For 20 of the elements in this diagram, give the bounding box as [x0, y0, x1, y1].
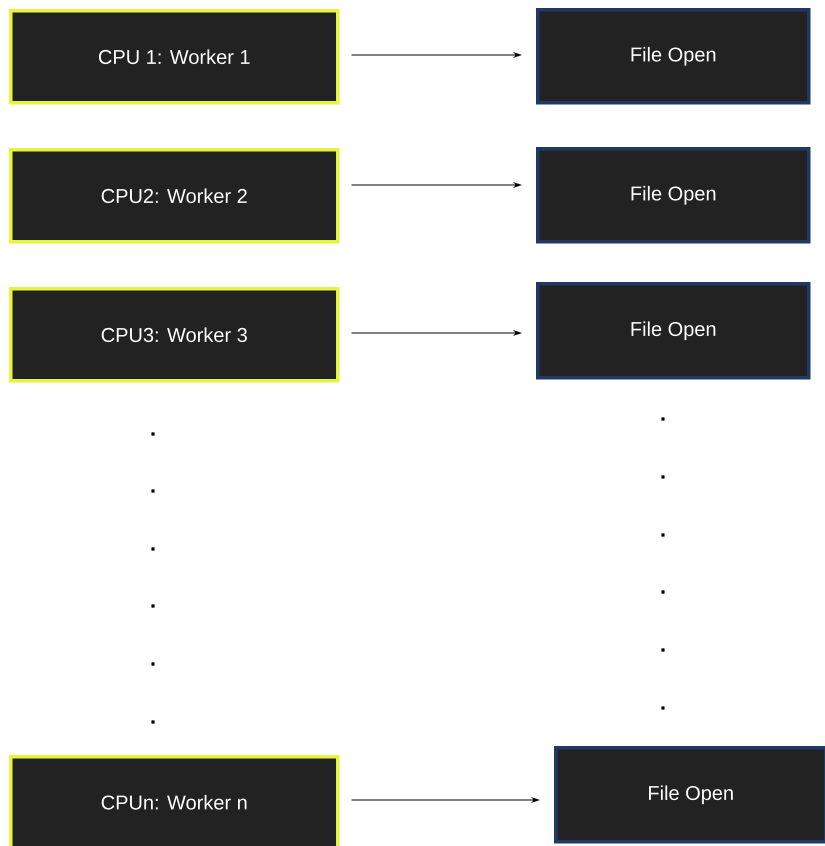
- ellipsis-dot: .: [661, 533, 665, 537]
- ellipsis-dot: .: [151, 604, 155, 608]
- ellipsis-dot: .: [151, 547, 155, 551]
- ellipsis-dot: .: [151, 662, 155, 666]
- ellipsis-dot: .: [661, 706, 665, 710]
- file-open-box: File Open: [536, 282, 810, 380]
- ellipsis-dot: .: [151, 720, 155, 724]
- ellipsis-dot: .: [661, 648, 665, 652]
- ellipsis-dot: .: [661, 417, 665, 421]
- ellipsis-dot: .: [661, 590, 665, 594]
- file-open-box: File Open: [536, 8, 810, 104]
- worker-box: CPU 1: Worker 1: [9, 9, 340, 104]
- worker-box: CPUn: Worker n: [9, 755, 340, 846]
- worker-box: CPU2: Worker 2: [9, 148, 340, 244]
- worker-box: CPU3: Worker 3: [9, 287, 340, 382]
- file-open-box: File Open: [536, 147, 810, 244]
- ellipsis-dot: .: [151, 432, 155, 436]
- file-open-box: File Open: [554, 746, 825, 844]
- ellipsis-dot: .: [151, 489, 155, 493]
- ellipsis-dot: .: [661, 475, 665, 479]
